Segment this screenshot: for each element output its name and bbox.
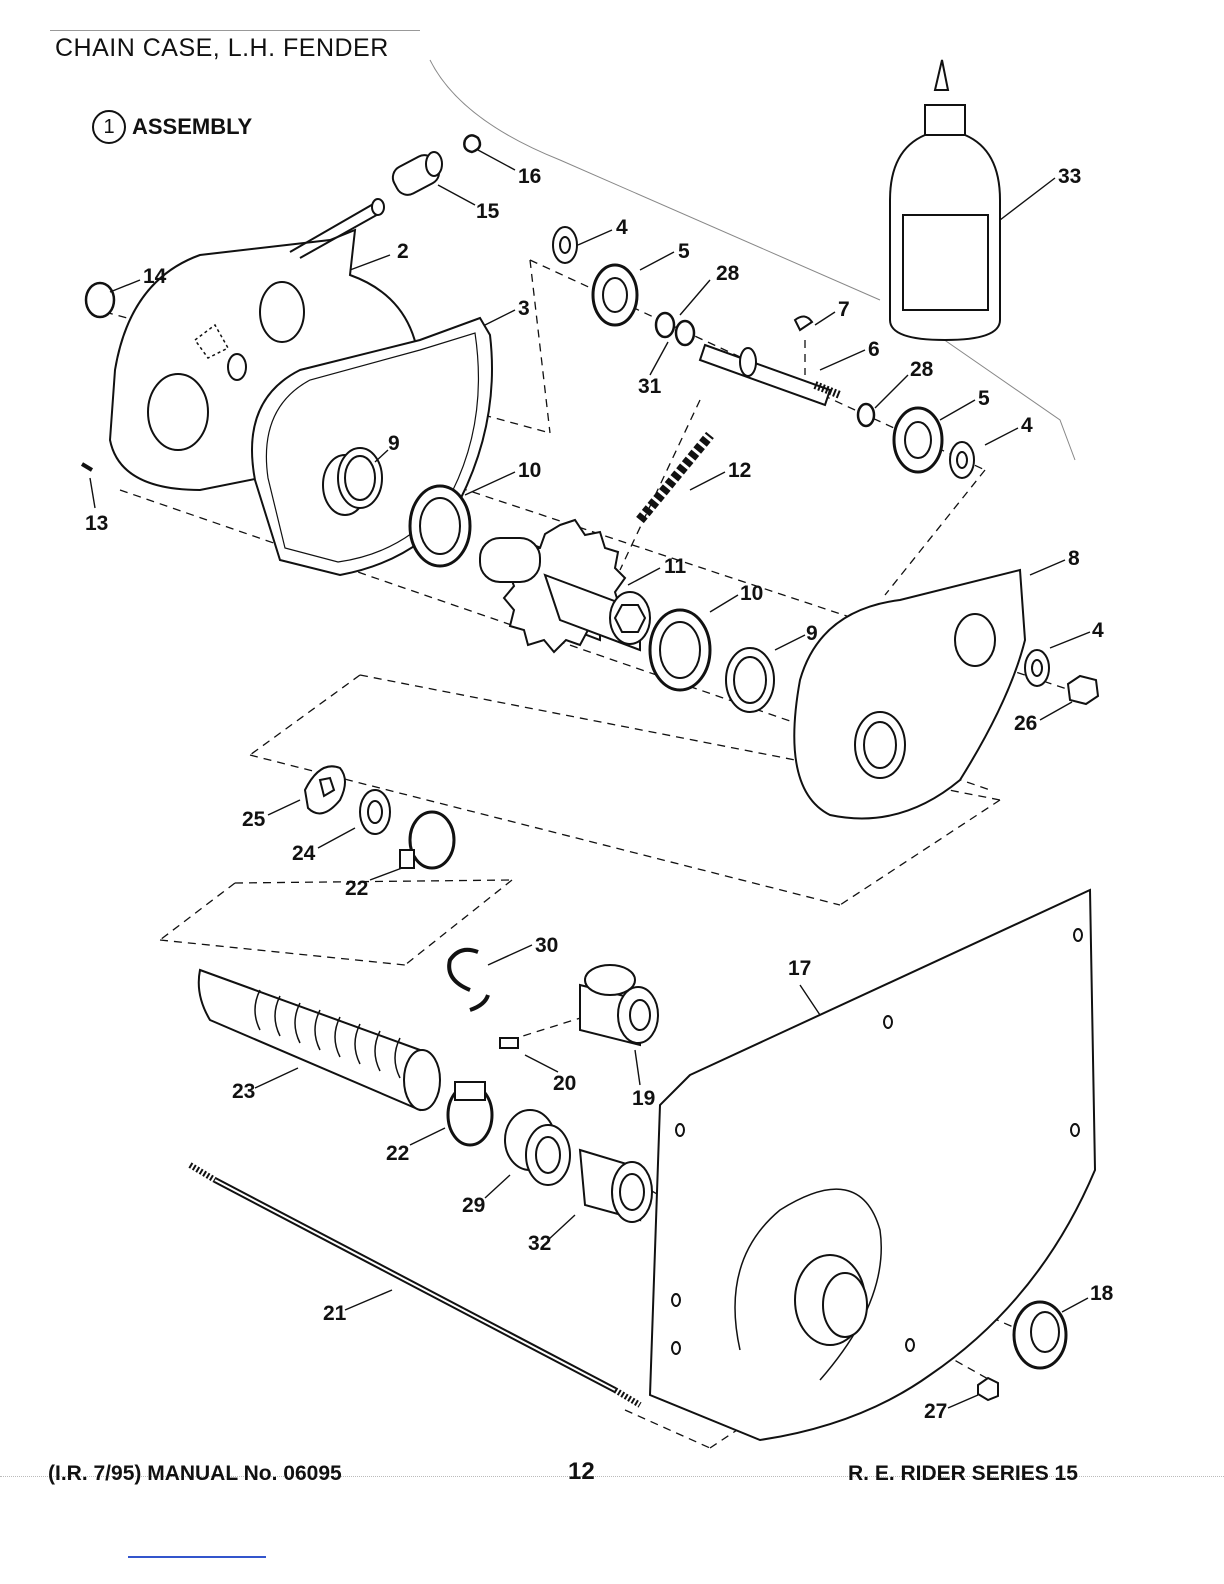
callout-29: 29 [462,1194,485,1217]
callout-11: 11 [664,555,687,578]
bottom-link-underline [128,1556,266,1558]
callout-31: 31 [638,375,662,398]
callout-7: 7 [838,298,850,321]
callout-16: 16 [518,165,541,188]
callout-9b: 9 [806,622,818,645]
callout-4c: 4 [1092,619,1104,642]
callout-15: 15 [476,200,500,223]
callout-18: 18 [1090,1282,1114,1305]
callout-13: 13 [85,512,108,535]
callout-3: 3 [518,297,530,320]
callout-4a: 4 [616,216,628,239]
callout-25: 25 [242,808,266,831]
callout-22b: 22 [386,1142,409,1165]
callout-27: 27 [924,1400,947,1423]
callout-5a: 5 [678,240,690,263]
callout-10a: 10 [518,459,541,482]
callout-9a: 9 [388,432,400,455]
callout-28a: 28 [716,262,740,285]
callout-20: 20 [553,1072,576,1095]
callout-28b: 28 [910,358,934,381]
callout-22a: 22 [345,877,368,900]
callout-4b: 4 [1021,414,1033,437]
callout-2: 2 [397,240,409,263]
callout-19: 19 [632,1087,655,1110]
callout-23: 23 [232,1080,255,1103]
callout-5b: 5 [978,387,990,410]
callout-8: 8 [1068,547,1080,570]
footer-manual-number: (I.R. 7/95) MANUAL No. 06095 [48,1462,342,1486]
page-number: 12 [568,1458,595,1486]
callout-6: 6 [868,338,880,361]
callout-12: 12 [728,459,751,482]
callout-17: 17 [788,957,811,980]
callout-26: 26 [1014,712,1037,735]
callout-32: 32 [528,1232,551,1255]
callout-24: 24 [292,842,316,865]
callout-14: 14 [143,265,167,288]
footer-series: R. E. RIDER SERIES 15 [848,1462,1078,1486]
callout-30: 30 [535,934,558,957]
callout-21: 21 [323,1302,347,1325]
callout-33: 33 [1058,165,1081,188]
callout-10b: 10 [740,582,763,605]
